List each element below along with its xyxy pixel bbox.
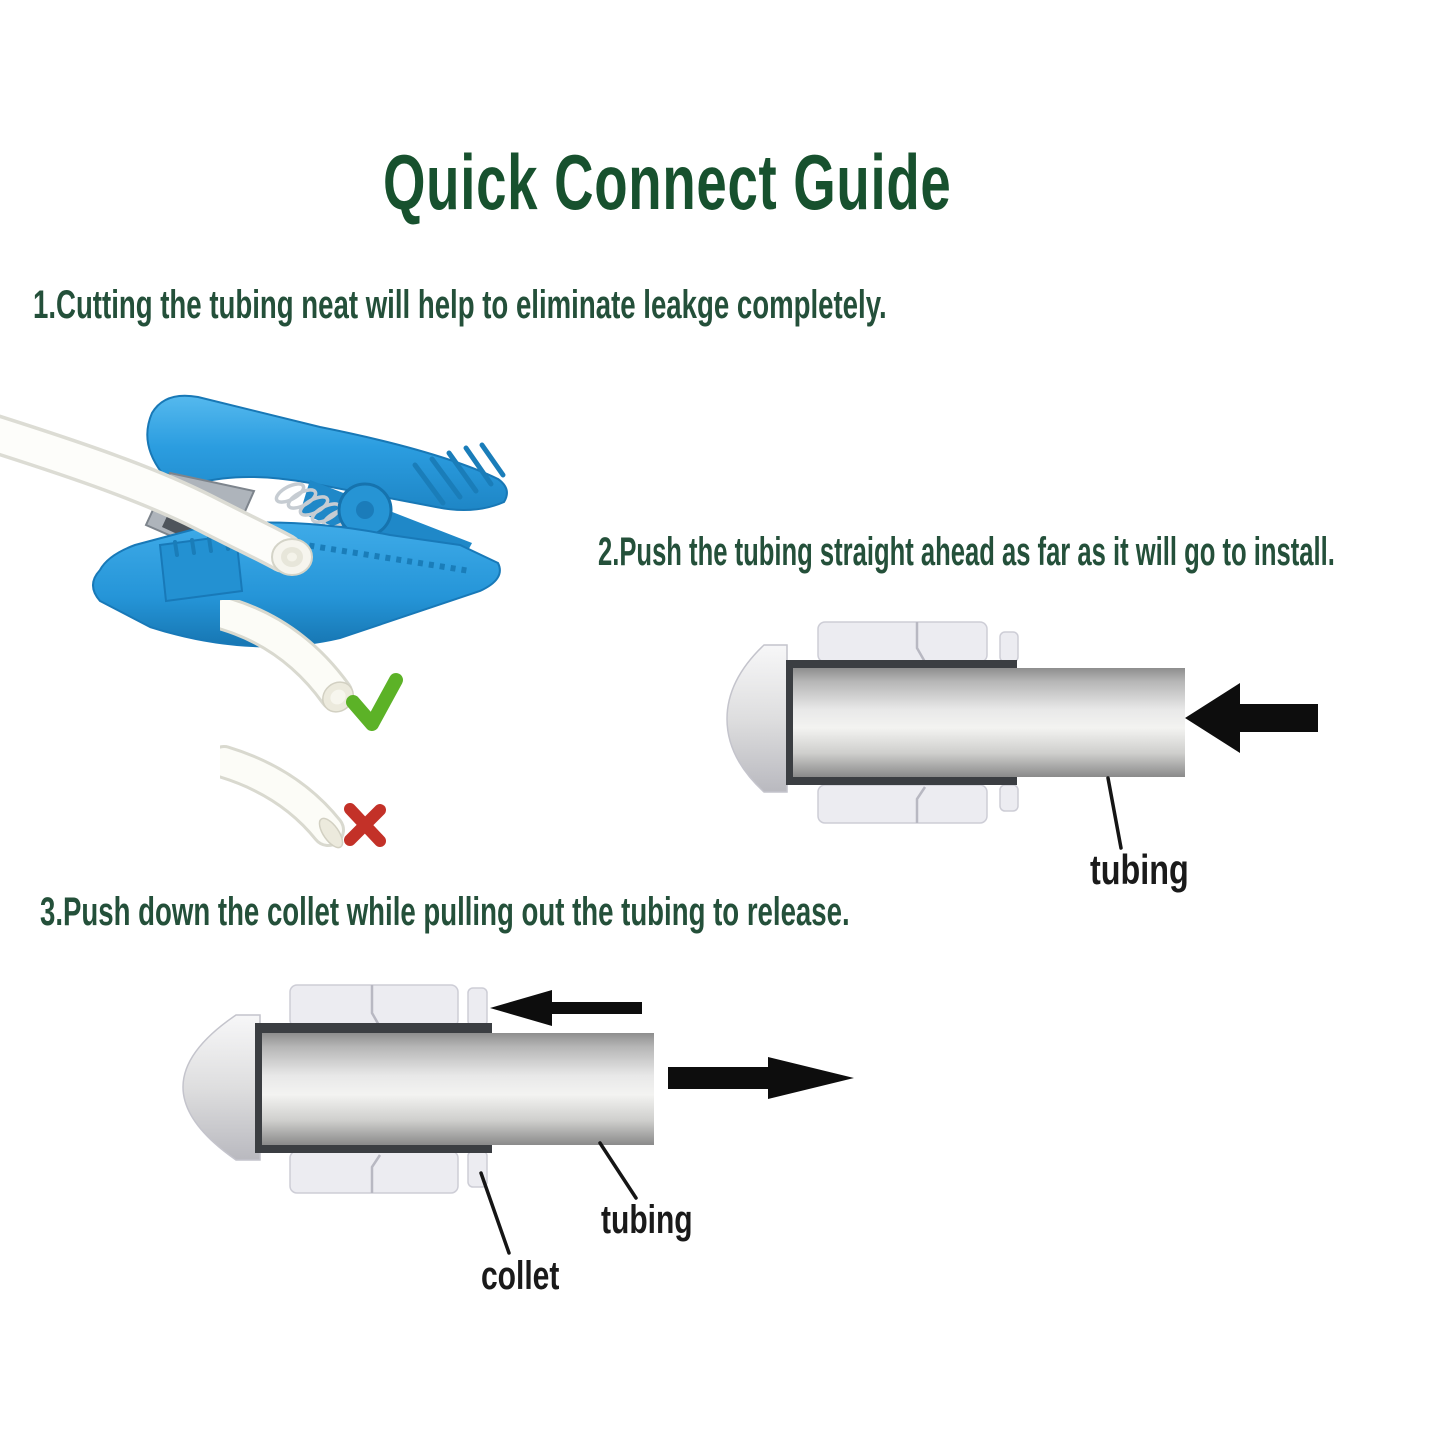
leader-line-collet [479, 1171, 511, 1255]
fitting-dome-cap [726, 644, 788, 793]
tubing-cylinder [262, 1033, 654, 1145]
pull-out-arrow-icon [668, 1057, 854, 1099]
step-1-instruction: 1.Cutting the tubing neat will help to e… [33, 283, 887, 327]
tubing-cylinder [793, 668, 1185, 777]
collet-press-arrow-icon [490, 990, 642, 1026]
fitting-body-bottom [289, 1150, 459, 1194]
collet-label-step3: collet [481, 1254, 560, 1298]
tube-cutter-illustration [0, 394, 508, 648]
cut-quality-illustration [220, 600, 403, 849]
leader-line-tubing [1106, 776, 1123, 850]
bad-cut-tube [220, 745, 345, 849]
push-to-install-diagram [726, 621, 1318, 850]
x-icon [344, 803, 386, 847]
fitting-body-notch [915, 622, 927, 663]
cutter-pivot-pin [356, 501, 374, 519]
fitting-dome-cap [182, 1014, 261, 1161]
release-tubing-diagram [182, 984, 854, 1255]
tubing-label-step3: tubing [601, 1198, 693, 1242]
cutter-grip-ridges [412, 442, 506, 506]
collet-tab-bottom [999, 784, 1019, 812]
page-title: Quick Connect Guide [383, 138, 952, 226]
step-2-instruction: 2.Push the tubing straight ahead as far … [598, 530, 1335, 574]
fitting-body-bottom [817, 784, 988, 824]
push-arrow-icon [1185, 683, 1318, 753]
fitting-body-top [289, 984, 459, 1028]
good-cut-tube [220, 600, 354, 713]
fitting-body-notch [370, 985, 382, 1028]
fitting-body-top [817, 621, 988, 663]
collet-tab-top [467, 987, 488, 1027]
step-3-instruction: 3.Push down the collet while pulling out… [40, 890, 850, 934]
check-icon [346, 673, 403, 731]
white-tubing [0, 414, 313, 576]
leader-line-tubing [598, 1141, 638, 1200]
collet-tab-top [999, 631, 1019, 663]
tubing-label-step2: tubing [1090, 846, 1189, 893]
